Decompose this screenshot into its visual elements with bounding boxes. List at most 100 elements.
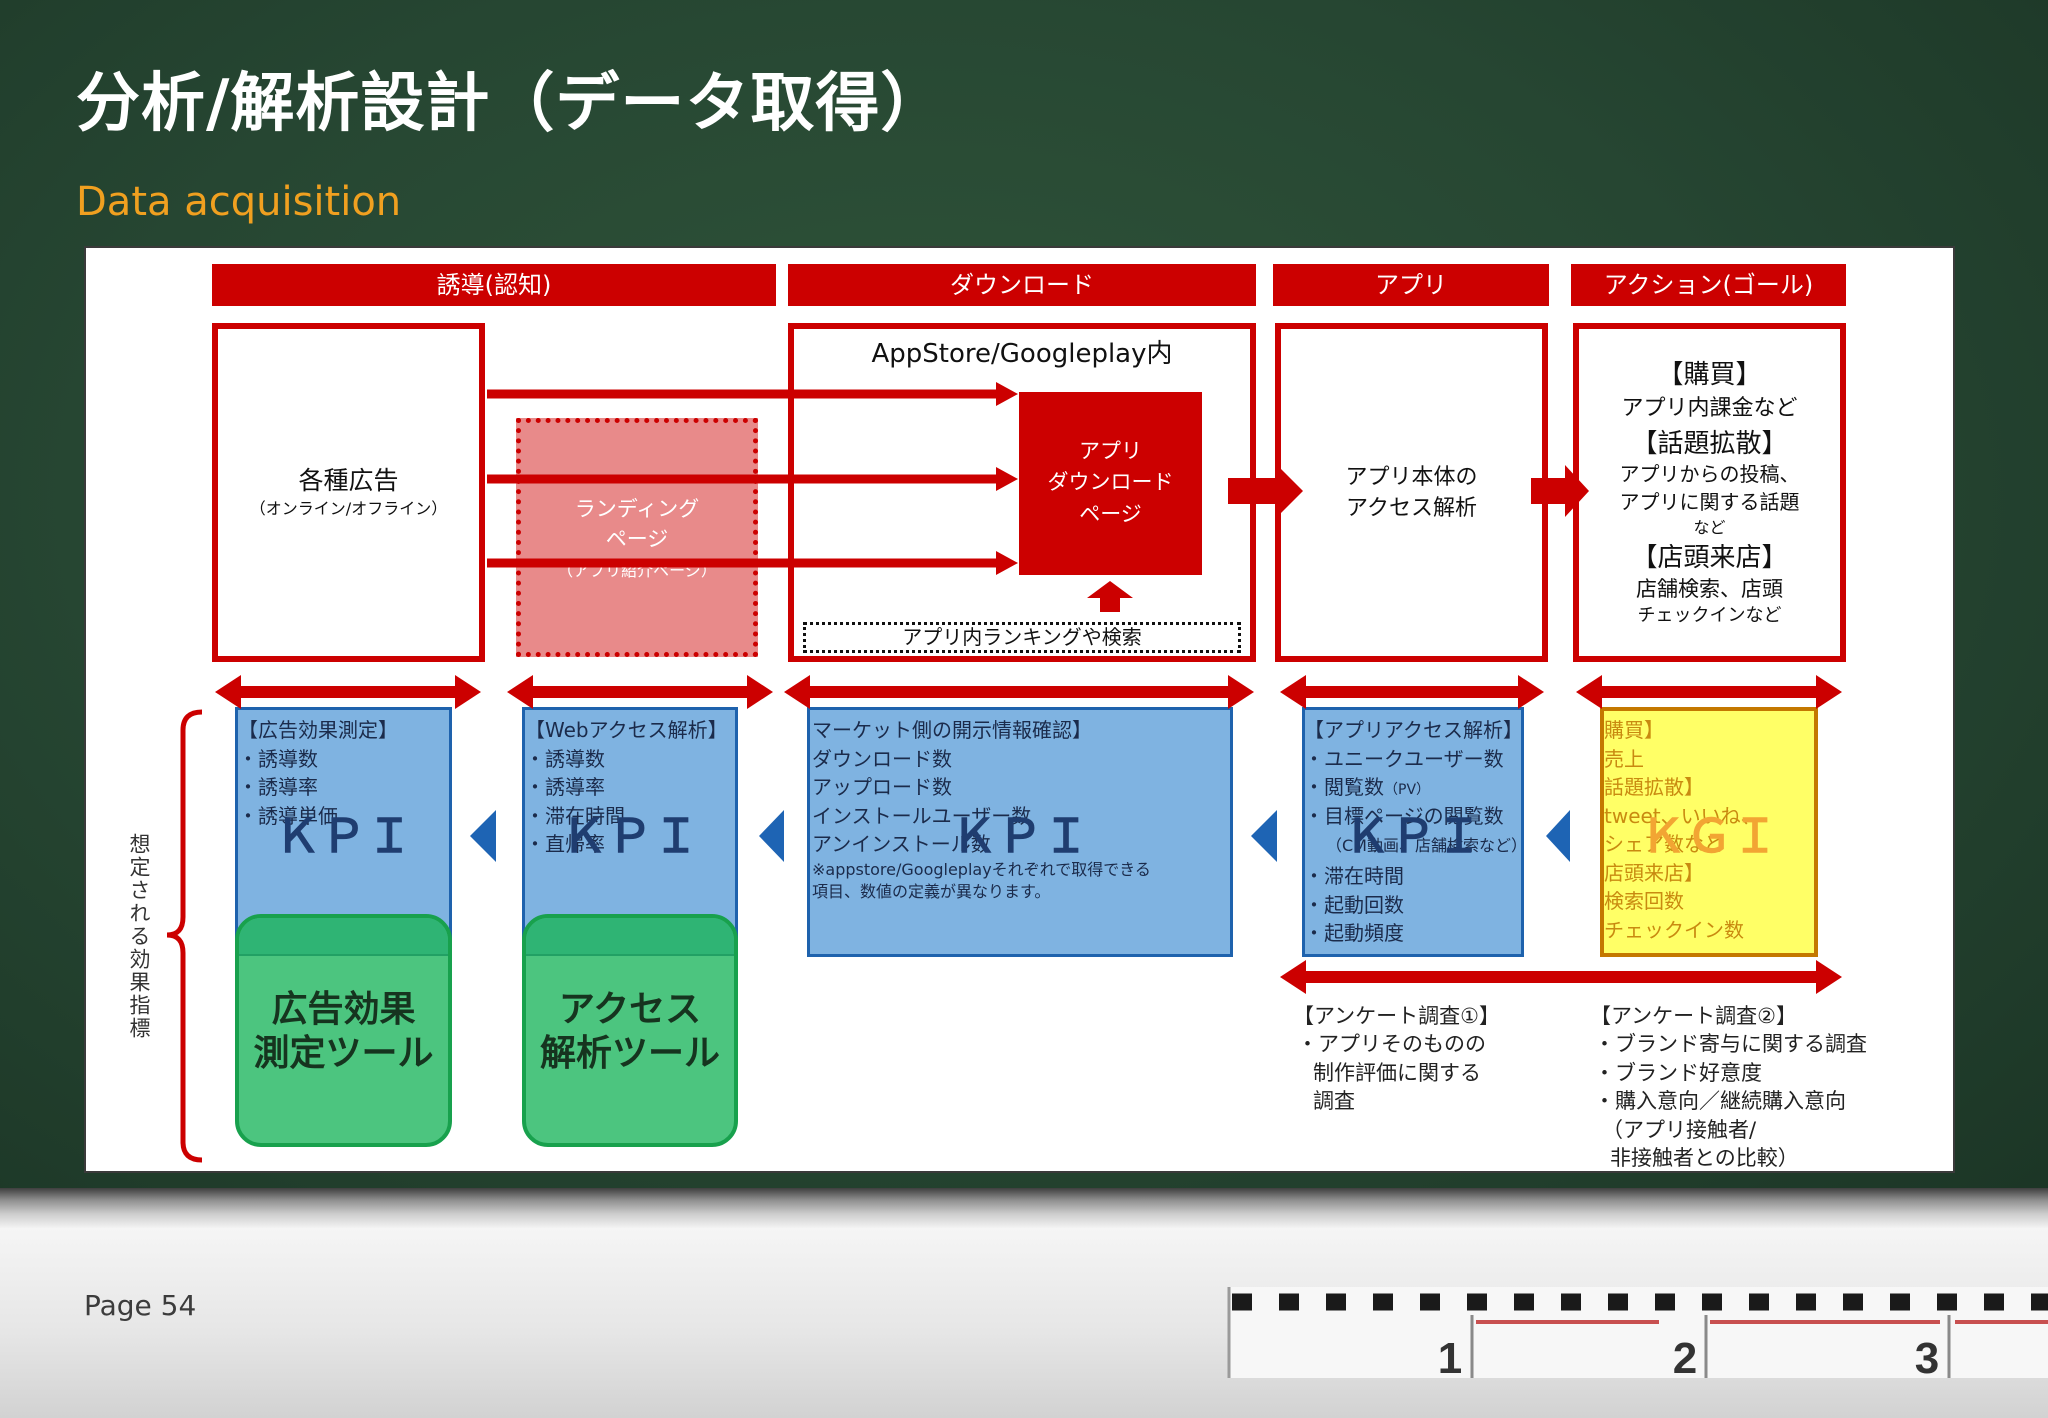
list-item: 売上 (1604, 746, 1644, 771)
store-title: AppStore/Googleplay内 (871, 339, 1173, 369)
action-line-3: アプリからの投稿、 (1619, 462, 1800, 486)
kpi-badge: ＫＰＩ (274, 809, 413, 863)
survey-2: 【アンケート調査②】 ・ブランド寄与に関する調査 ・ブランド好意度 ・購入意向／… (1590, 1002, 1867, 1172)
download-page-line-1: アプリ (1079, 439, 1142, 463)
list-item: インストールユーザー数 (812, 803, 1032, 828)
survey-line: （アプリ接触者/ (1602, 1117, 1757, 1142)
kpi-list-web-analytics: 【Webアクセス解析】 ・誘導数 ・誘導率 ・滞在時間 ・直帰率 (525, 716, 728, 859)
list-item: ・誘導数 (525, 746, 605, 771)
kpi-box-app-analytics (1302, 707, 1524, 957)
list-item: 【広告効果測定】 (238, 718, 398, 742)
kpi-box-market-data (807, 707, 1233, 957)
survey-heading: 【アンケート調査②】 (1590, 1004, 1797, 1028)
list-item: 【Webアクセス解析】 (525, 718, 728, 742)
survey-line: ・ブランド寄与に関する調査 (1594, 1032, 1867, 1057)
list-item: tweet、いいね、 (1604, 803, 1761, 828)
survey-line: 非接触者との比較） (1610, 1145, 1799, 1170)
action-line-buzz: 【話題拡散】 (1631, 429, 1788, 459)
kpi-badge: ＫＰＩ (1344, 809, 1482, 863)
ads-title: 各種広告 (298, 466, 399, 495)
list-item: ・誘導率 (238, 775, 318, 799)
list-item: ・誘導数 (238, 746, 318, 771)
app-download-page-box (1019, 392, 1202, 575)
action-line-store-visit: 【店頭来店】 (1631, 543, 1788, 573)
in-app-ranking-search-box: アプリ内ランキングや検索 (803, 622, 1241, 653)
kpi-list-market-data: マーケット側の開示情報確認】 ダウンロード数 アップロード数 インストールユーザ… (812, 716, 1151, 903)
slide-footer-area (0, 1228, 2048, 1418)
slide-subtitle: Data acquisition (76, 179, 402, 225)
stage-header-app: アプリ (1273, 264, 1549, 306)
kpi-list-ad-measurement: 【広告効果測定】 ・誘導数 ・誘導率 ・誘導単価 (238, 716, 398, 830)
list-item: ・目標ページの閲覧数 (1304, 803, 1504, 828)
action-line-4: アプリに関する話題 (1619, 490, 1800, 514)
kgi-list-goals: 購買】 売上 話題拡散】 tweet、いいね、 シェア数など 店頭来店】 検索回… (1604, 716, 1761, 944)
tool-line-2: 測定ツール (253, 1033, 434, 1074)
ads-box (212, 323, 485, 662)
list-item: ・閲覧数（PV） (1304, 773, 1527, 802)
list-item: 話題拡散】 (1604, 775, 1704, 799)
list-item: ・起動頻度 (1304, 921, 1404, 945)
chalk-tray (0, 1188, 2048, 1228)
list-item: ・滞在時間 (525, 803, 625, 828)
ads-note: （オンライン/オフライン） (249, 499, 448, 518)
list-item: ダウンロード数 (812, 746, 952, 771)
slide-title: 分析/解析設計（データ取得） (76, 67, 946, 141)
survey-line: 制作評価に関する (1313, 1060, 1481, 1085)
kpi-badge: ＫＰＩ (561, 809, 699, 863)
app-box (1275, 323, 1548, 662)
page-number: Page 54 (84, 1289, 197, 1322)
list-item: 購買】 (1604, 718, 1664, 742)
survey-line: ・アプリそのものの (1297, 1032, 1486, 1057)
pageview-label: ・閲覧数 (1304, 775, 1384, 799)
action-line-8: チェックインなど (1637, 605, 1782, 626)
tool-line-1: アクセス (558, 989, 702, 1030)
market-data-note-1: ※appstore/Googleplayそれぞれで取得できる (812, 859, 1151, 879)
download-page-line-2: ダウンロード (1047, 470, 1174, 494)
list-item: 検索回数 (1604, 889, 1684, 913)
landing-note: （アプリ紹介ページ） (557, 561, 717, 580)
landing-page-box (516, 418, 758, 657)
kgi-badge: ＫＧＩ (1640, 809, 1778, 863)
market-data-note-2: 項目、数値の定義が異なります。 (812, 881, 1051, 901)
action-line-5: など (1693, 518, 1726, 537)
download-page-line-3: ページ (1079, 502, 1142, 526)
survey-1: 【アンケート調査①】 ・アプリそのものの 制作評価に関する 調査 (1293, 1002, 1500, 1116)
kgi-box-goals (1600, 707, 1818, 957)
tool-box-cap (526, 918, 734, 956)
action-box (1573, 323, 1846, 662)
side-label-expected-metrics: 想定される効果指標 (127, 833, 151, 1040)
access-analytics-tool-box: アクセス 解析ツール (522, 914, 738, 1147)
list-item: ・誘導率 (525, 775, 605, 799)
action-line-7: 店舗検索、店頭 (1636, 577, 1783, 601)
list-item: ・起動回数 (1304, 892, 1404, 917)
list-item: ・誘導単価 (238, 803, 338, 828)
survey-heading: 【アンケート調査①】 (1293, 1004, 1500, 1028)
list-item: アンインストール数 (812, 832, 991, 856)
ad-measurement-tool-box: 広告効果 測定ツール (235, 914, 452, 1147)
app-line-1: アプリ本体の (1345, 465, 1478, 490)
kpi-badge: ＫＰＩ (951, 809, 1089, 863)
kpi-list-app-analytics: 【アプリアクセス解析】 ・ユニークユーザー数 ・閲覧数（PV） ・目標ページの閲… (1304, 716, 1527, 948)
list-item: 店頭来店】 (1604, 860, 1704, 885)
survey-line: ・ブランド好意度 (1594, 1060, 1762, 1085)
action-line-1: アプリ内課金など (1621, 396, 1798, 421)
list-item: アップロード数 (812, 775, 952, 799)
action-line-purchase: 【購買】 (1657, 360, 1762, 390)
list-item: チェックイン数 (1604, 917, 1744, 942)
list-item: ・滞在時間 (1304, 864, 1404, 888)
stage-header-induction: 誘導(認知) (212, 264, 776, 306)
survey-line: 調査 (1313, 1089, 1355, 1114)
tool-line-1: 広告効果 (271, 989, 416, 1030)
list-item: ・ユニークユーザー数 (1304, 746, 1504, 771)
tool-box-cap (239, 918, 448, 956)
pageview-abbrev: （PV） (1384, 782, 1431, 798)
stage-header-action: アクション(ゴール) (1571, 264, 1846, 306)
app-line-2: アクセス解析 (1346, 496, 1477, 521)
landing-line-2: ページ (605, 527, 669, 551)
landing-line-1: ランディング (574, 497, 700, 521)
list-item: 【アプリアクセス解析】 (1304, 718, 1523, 742)
list-item: ・直帰率 (525, 832, 605, 856)
stage-header-download: ダウンロード (788, 264, 1256, 306)
tool-line-2: 解析ツール (539, 1033, 720, 1074)
survey-line: ・購入意向／継続購入意向 (1594, 1089, 1846, 1114)
